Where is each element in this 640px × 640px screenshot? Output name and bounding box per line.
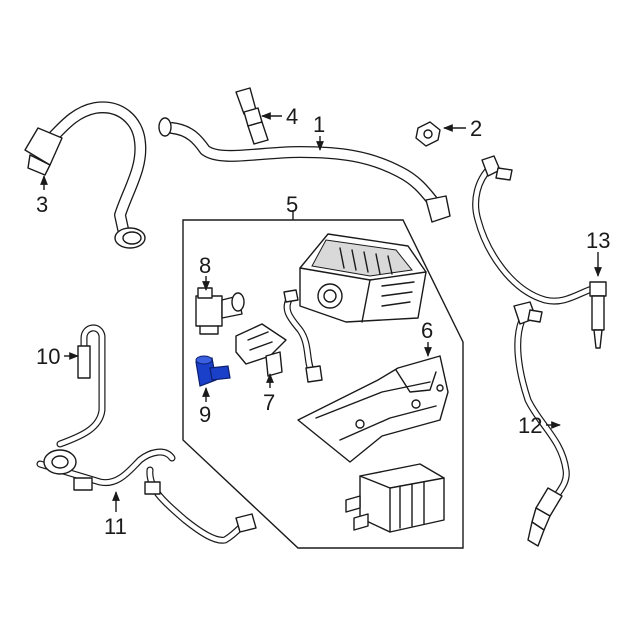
callout-1: 1 — [313, 112, 325, 137]
callout-11: 11 — [104, 514, 127, 539]
callout-2: 2 — [470, 116, 482, 141]
part-12-oxygen-sensor[interactable] — [513, 301, 570, 547]
part-7-bracket[interactable] — [235, 323, 287, 377]
callout-9: 9 — [199, 402, 211, 427]
part-3-hose[interactable] — [24, 101, 147, 249]
callout-3: 3 — [36, 192, 48, 217]
part-9-pressure-sensor[interactable] — [195, 355, 231, 387]
part-13-oxygen-sensor[interactable] — [472, 155, 607, 349]
callout-10: 10 — [36, 344, 60, 369]
part-2-fitting[interactable] — [415, 121, 441, 147]
callout-12: 12 — [518, 413, 542, 438]
part-5-evap-canister[interactable] — [299, 233, 427, 323]
part-6-shield[interactable] — [297, 355, 449, 463]
callout-13: 13 — [586, 228, 610, 253]
part-4-connector[interactable] — [235, 87, 269, 145]
secondary-canister[interactable] — [345, 463, 445, 533]
part-10-tube[interactable] — [56, 324, 106, 448]
callout-4: 4 — [286, 104, 298, 129]
part-8-purge-valve[interactable] — [195, 287, 245, 335]
callout-6: 6 — [421, 318, 433, 343]
part-11-harness[interactable] — [36, 448, 257, 544]
canister-hose — [283, 289, 323, 383]
callout-8: 8 — [199, 253, 211, 278]
callout-5: 5 — [286, 192, 298, 217]
part-1-hose[interactable] — [158, 117, 451, 223]
callout-7: 7 — [263, 390, 275, 415]
assembly-5-box — [182, 219, 464, 549]
